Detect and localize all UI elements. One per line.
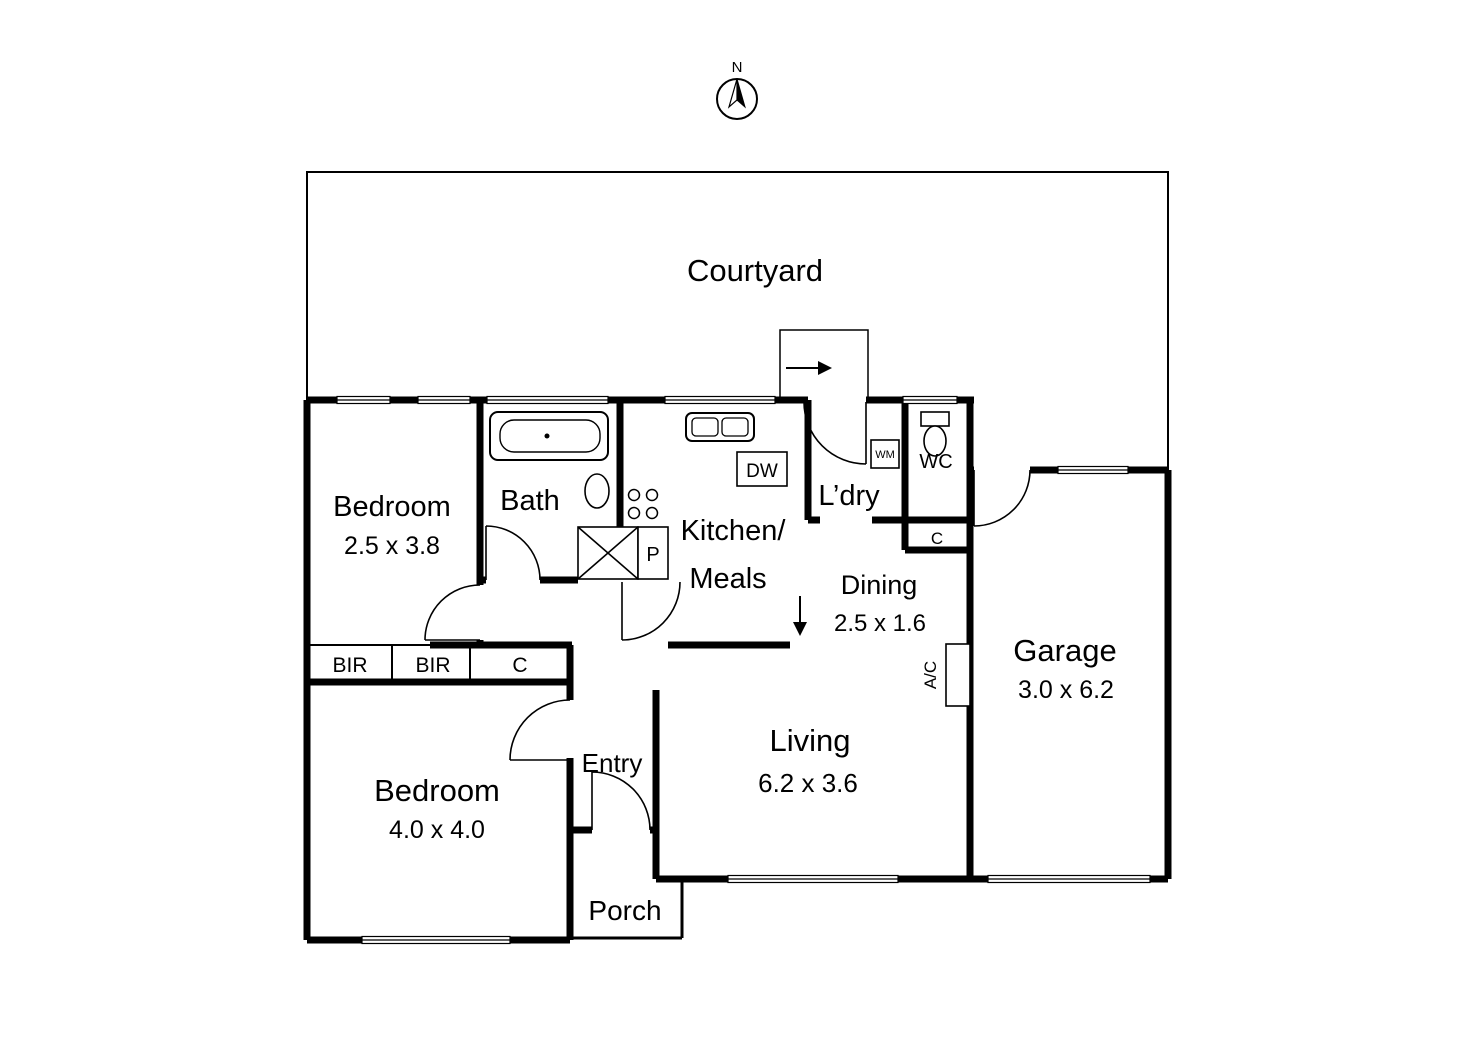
courtyard-door bbox=[803, 401, 867, 465]
window bbox=[361, 935, 511, 945]
garage-label: Garage bbox=[1013, 633, 1116, 668]
porch-outline bbox=[570, 879, 684, 940]
courtyard-vestibule bbox=[779, 329, 869, 400]
dishwasher-label: DW bbox=[746, 461, 778, 482]
dishwasher-box bbox=[736, 451, 788, 487]
dining-dims: 2.5 x 1.6 bbox=[834, 610, 926, 637]
windows bbox=[336, 395, 1151, 945]
hall-closet-label: C bbox=[512, 654, 527, 677]
fixtures bbox=[489, 411, 971, 707]
living-label: Living bbox=[770, 723, 851, 758]
living-dims: 6.2 x 3.6 bbox=[758, 768, 858, 798]
robe2-label: BIR bbox=[415, 654, 450, 677]
shower-icon bbox=[577, 526, 639, 580]
garage-dims: 3.0 x 6.2 bbox=[1018, 676, 1114, 704]
door-swings bbox=[424, 401, 1031, 831]
bedroom2-door bbox=[509, 699, 571, 761]
washing-machine-label: WM bbox=[875, 449, 895, 461]
dining-label: Dining bbox=[841, 570, 918, 600]
arrow-down-icon bbox=[793, 622, 807, 636]
courtyard-label: Courtyard bbox=[687, 253, 823, 288]
washing-machine-box bbox=[870, 439, 900, 469]
window bbox=[727, 874, 899, 884]
kitchen-sink-icon bbox=[685, 412, 755, 442]
pantry-cupboard bbox=[637, 526, 669, 580]
bedroom2-label: Bedroom bbox=[374, 773, 500, 808]
compass: N bbox=[716, 59, 758, 120]
laundry-label: L’dry bbox=[818, 480, 880, 512]
window bbox=[1057, 465, 1129, 475]
window bbox=[417, 395, 471, 405]
garage-door bbox=[973, 469, 1031, 527]
entry-label: Entry bbox=[582, 748, 643, 778]
bedroom1-label: Bedroom bbox=[333, 491, 451, 523]
bath-label: Bath bbox=[500, 485, 560, 517]
courtyard-boundary bbox=[306, 171, 1169, 470]
porch-label: Porch bbox=[588, 895, 661, 926]
cooktop-icon bbox=[627, 488, 659, 520]
interior-walls bbox=[307, 400, 970, 940]
bedroom1-door bbox=[424, 584, 481, 641]
robe-partitions bbox=[307, 644, 471, 682]
air-conditioner-box bbox=[945, 643, 971, 707]
pantry-label: P bbox=[646, 544, 659, 566]
window bbox=[664, 395, 776, 405]
window bbox=[902, 395, 958, 405]
entry-door bbox=[591, 771, 651, 831]
bath-door bbox=[485, 525, 541, 581]
basin-icon bbox=[584, 473, 610, 509]
window bbox=[336, 395, 391, 405]
kitchen-door bbox=[621, 581, 681, 641]
bedroom1-dims: 2.5 x 3.8 bbox=[344, 532, 440, 560]
air-conditioner-label: A/C bbox=[921, 661, 940, 689]
compass-north-label: N bbox=[732, 59, 743, 76]
wc-closet-label: C bbox=[931, 529, 943, 548]
wc-label: WC bbox=[919, 451, 952, 473]
window bbox=[486, 395, 609, 405]
garage-roller-door bbox=[987, 874, 1151, 884]
compass-needle-east bbox=[736, 78, 746, 109]
bathtub-icon bbox=[489, 411, 609, 461]
toilet-icon bbox=[920, 411, 950, 457]
robe1-label: BIR bbox=[332, 654, 367, 677]
arrow-right-icon bbox=[818, 361, 832, 375]
flow-arrows bbox=[786, 361, 832, 636]
kitchen-label-line1: Kitchen/ bbox=[681, 515, 787, 547]
kitchen-label-line2: Meals bbox=[689, 563, 766, 595]
bedroom2-dims: 4.0 x 4.0 bbox=[389, 816, 485, 844]
